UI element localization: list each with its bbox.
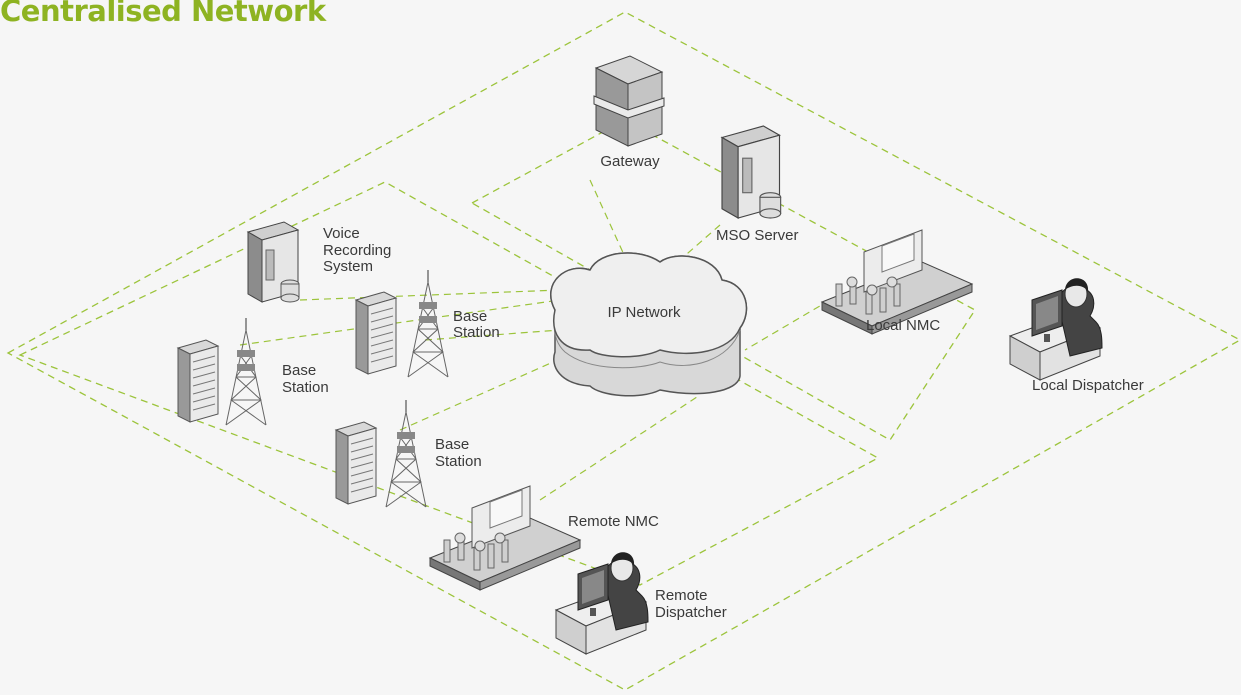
link-bs-b — [424, 329, 561, 341]
link-remote-nmc — [539, 394, 701, 501]
gateway-node: Gateway — [593, 55, 665, 170]
mso-server-node: MSO Server — [716, 125, 799, 244]
cabinet-icon — [177, 339, 219, 423]
link-mso — [679, 224, 721, 261]
page-title: Centralised Network — [0, 0, 326, 28]
base-station-b-label-1: Base — [453, 308, 487, 325]
remote-dispatcher-label-1: Remote — [655, 587, 708, 604]
link-bs-c — [399, 349, 581, 431]
link-local-nmc — [744, 299, 831, 351]
voice-recording-node: Voice Recording System — [247, 221, 391, 303]
base-station-b-node: Base Station — [355, 269, 500, 378]
base-station-c-label-2: Station — [435, 453, 482, 470]
local-dispatcher-node: Local Dispatcher — [1009, 277, 1144, 394]
local-dispatcher-label: Local Dispatcher — [1032, 377, 1144, 394]
remote-dispatcher-label-2: Dispatcher — [655, 604, 727, 621]
base-station-b-label-2: Station — [453, 324, 500, 341]
operator-icon — [555, 551, 649, 655]
cloud-icon — [550, 252, 748, 397]
base-station-c-node: Base Station — [335, 399, 482, 508]
mso-server-label: MSO Server — [716, 227, 799, 244]
link-voice — [299, 289, 561, 301]
remote-dispatcher-node: Remote Dispatcher — [555, 551, 727, 655]
ip-network-node: IP Network — [550, 252, 748, 397]
gateway-label: Gateway — [600, 153, 660, 170]
voice-recording-label-3: System — [323, 258, 373, 275]
console-icon — [429, 485, 581, 591]
remote-nmc-label: Remote NMC — [568, 513, 659, 530]
server-icon — [247, 221, 300, 303]
base-station-c-label-1: Base — [435, 436, 469, 453]
cabinet-icon — [355, 291, 397, 375]
local-nmc-label: Local NMC — [866, 317, 940, 334]
ip-network-label: IP Network — [607, 304, 681, 321]
voice-recording-label-1: Voice — [323, 225, 360, 242]
link-gateway — [589, 179, 631, 269]
base-station-a-node: Base Station — [177, 317, 329, 426]
base-station-a-label-2: Station — [282, 379, 329, 396]
links — [239, 179, 831, 501]
local-nmc-node: Local NMC — [821, 229, 973, 335]
server-icon — [593, 55, 665, 147]
link-bs-a — [239, 299, 561, 346]
cabinet-icon — [335, 421, 377, 505]
remote-nmc-node: Remote NMC — [429, 485, 659, 591]
tower-icon — [407, 269, 449, 378]
server-icon — [721, 125, 782, 219]
base-station-a-label-1: Base — [282, 362, 316, 379]
voice-recording-label-2: Recording — [323, 242, 391, 259]
operator-icon — [1009, 277, 1103, 381]
outer-zone — [6, 11, 1241, 691]
tower-icon — [225, 317, 267, 426]
tower-icon — [385, 399, 427, 508]
